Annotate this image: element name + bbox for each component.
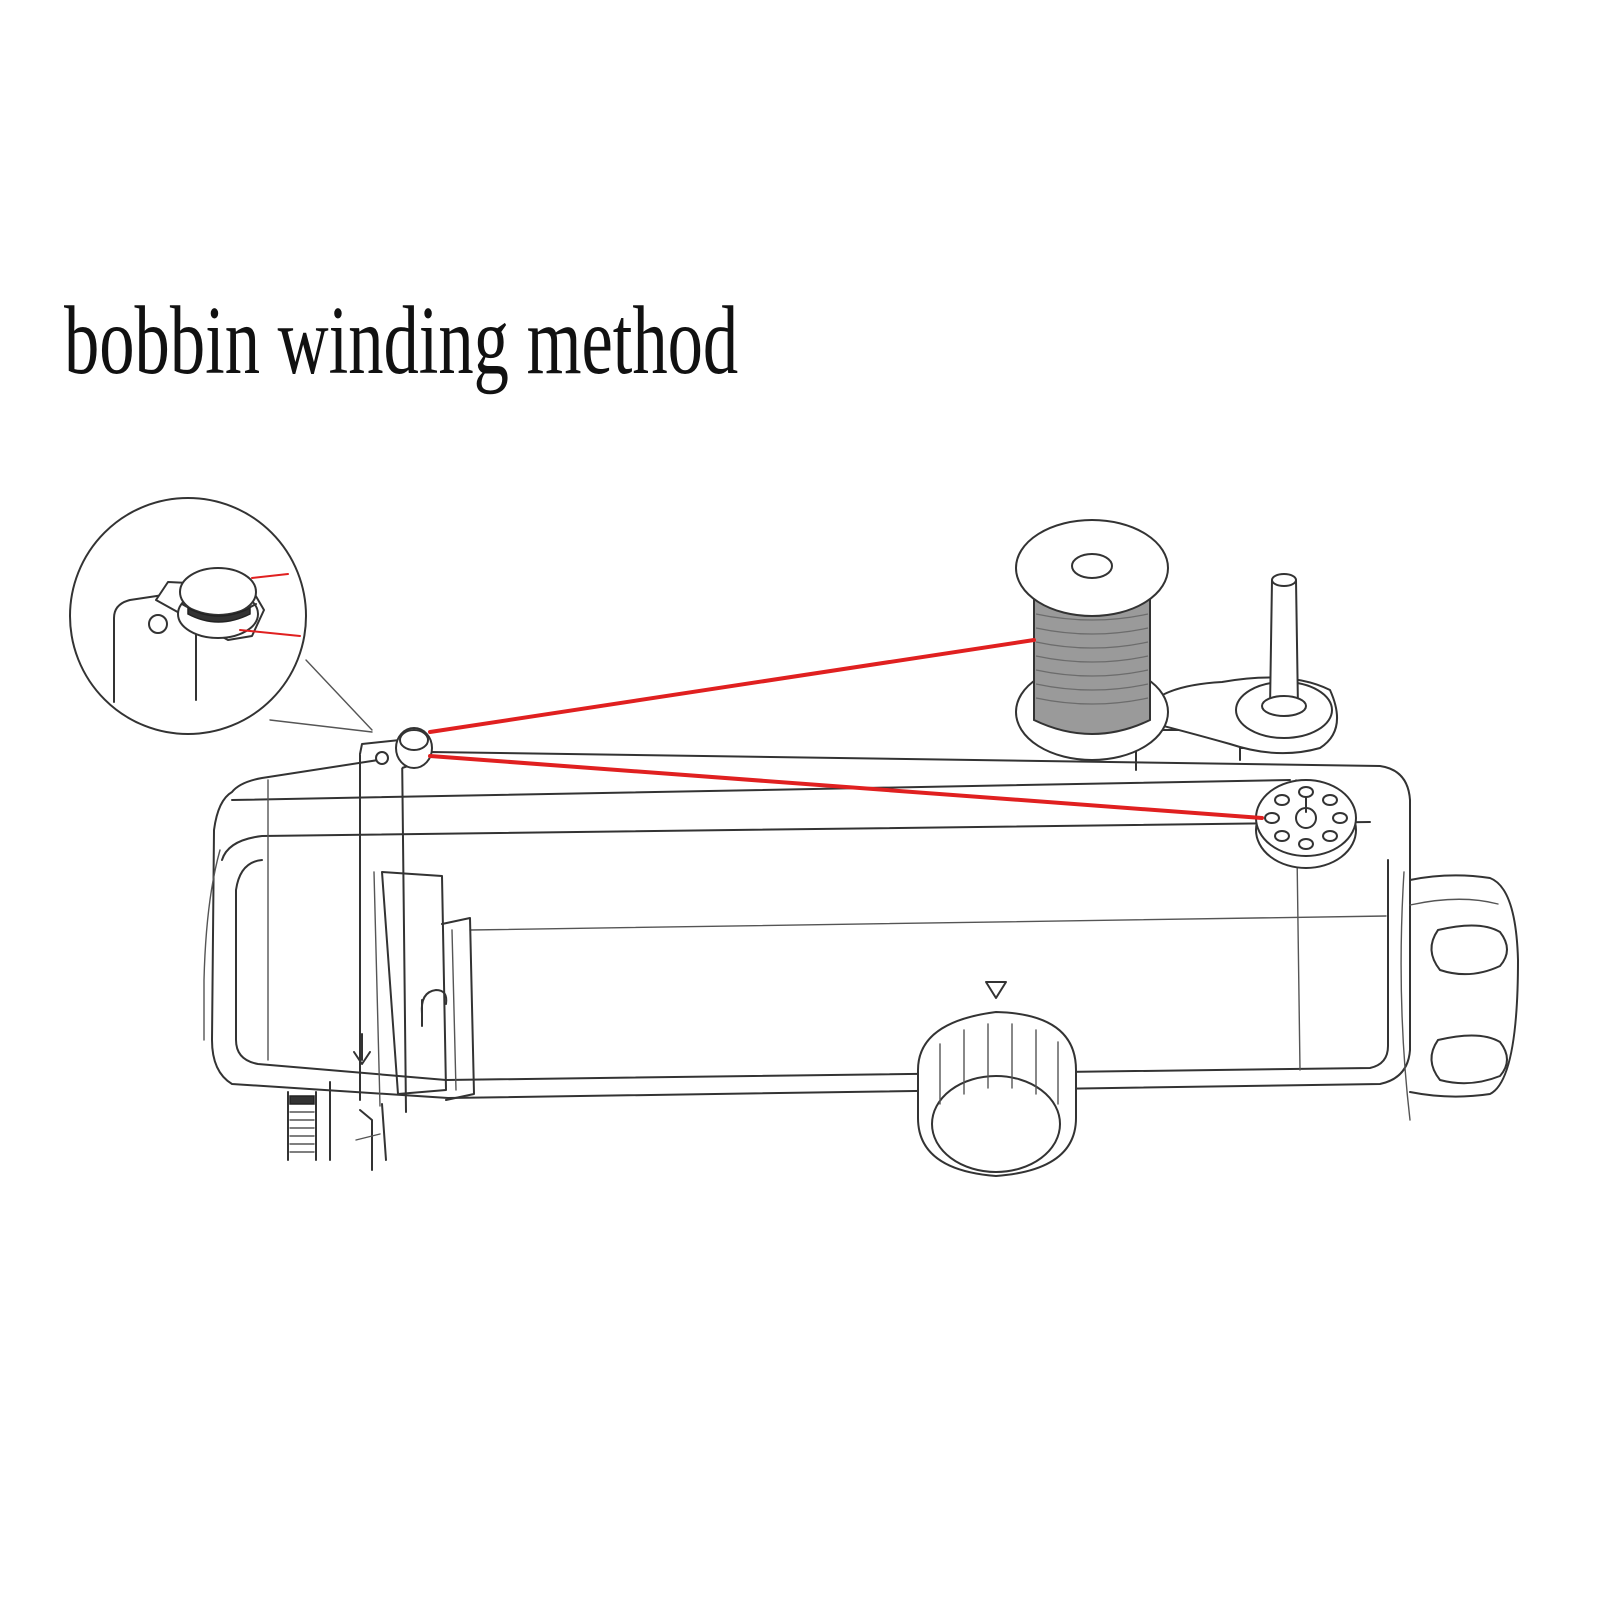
machine-front-panel	[235, 859, 1389, 1081]
presser-foot	[359, 1103, 387, 1171]
bobbin-icon	[1255, 779, 1357, 869]
spool-pin-icon	[1269, 579, 1299, 713]
machine-panel-line-top	[469, 915, 1387, 931]
machine-front-edge	[221, 821, 1371, 861]
down-arrow-symbol	[353, 1033, 371, 1065]
left-vertical-plate	[359, 747, 407, 1113]
callout-thread-top	[251, 573, 289, 579]
right-end-slot-top	[1430, 924, 1508, 976]
tension-dial	[287, 1091, 317, 1161]
handwheel-indicator-triangle	[985, 981, 1007, 999]
callout-leader-line	[269, 659, 373, 733]
thread-spool-icon	[1015, 519, 1169, 761]
left-edge-curve	[203, 849, 221, 1041]
thread-guide-to-bobbin	[428, 754, 1264, 820]
right-end-cap	[1409, 874, 1519, 1098]
callout-thread-bottom	[239, 629, 301, 637]
machine-body	[203, 747, 1519, 1171]
right-end-slot-bottom	[1430, 1034, 1508, 1085]
left-vertical-plate-inner	[373, 871, 381, 1107]
thread-spool-to-guide	[428, 638, 1036, 734]
hook-symbol	[420, 989, 448, 1015]
thread-path	[428, 638, 1264, 820]
side-cover-plate	[441, 917, 475, 1101]
needle-bar-area	[381, 871, 447, 1095]
machine-outer-shell	[211, 751, 1411, 1099]
diagram-title: bobbin winding method	[64, 287, 739, 395]
handwheel-icon	[917, 981, 1077, 1177]
machine-top-edge	[231, 779, 1291, 801]
detail-callout	[69, 497, 373, 735]
thread-guide-icon	[359, 727, 433, 769]
